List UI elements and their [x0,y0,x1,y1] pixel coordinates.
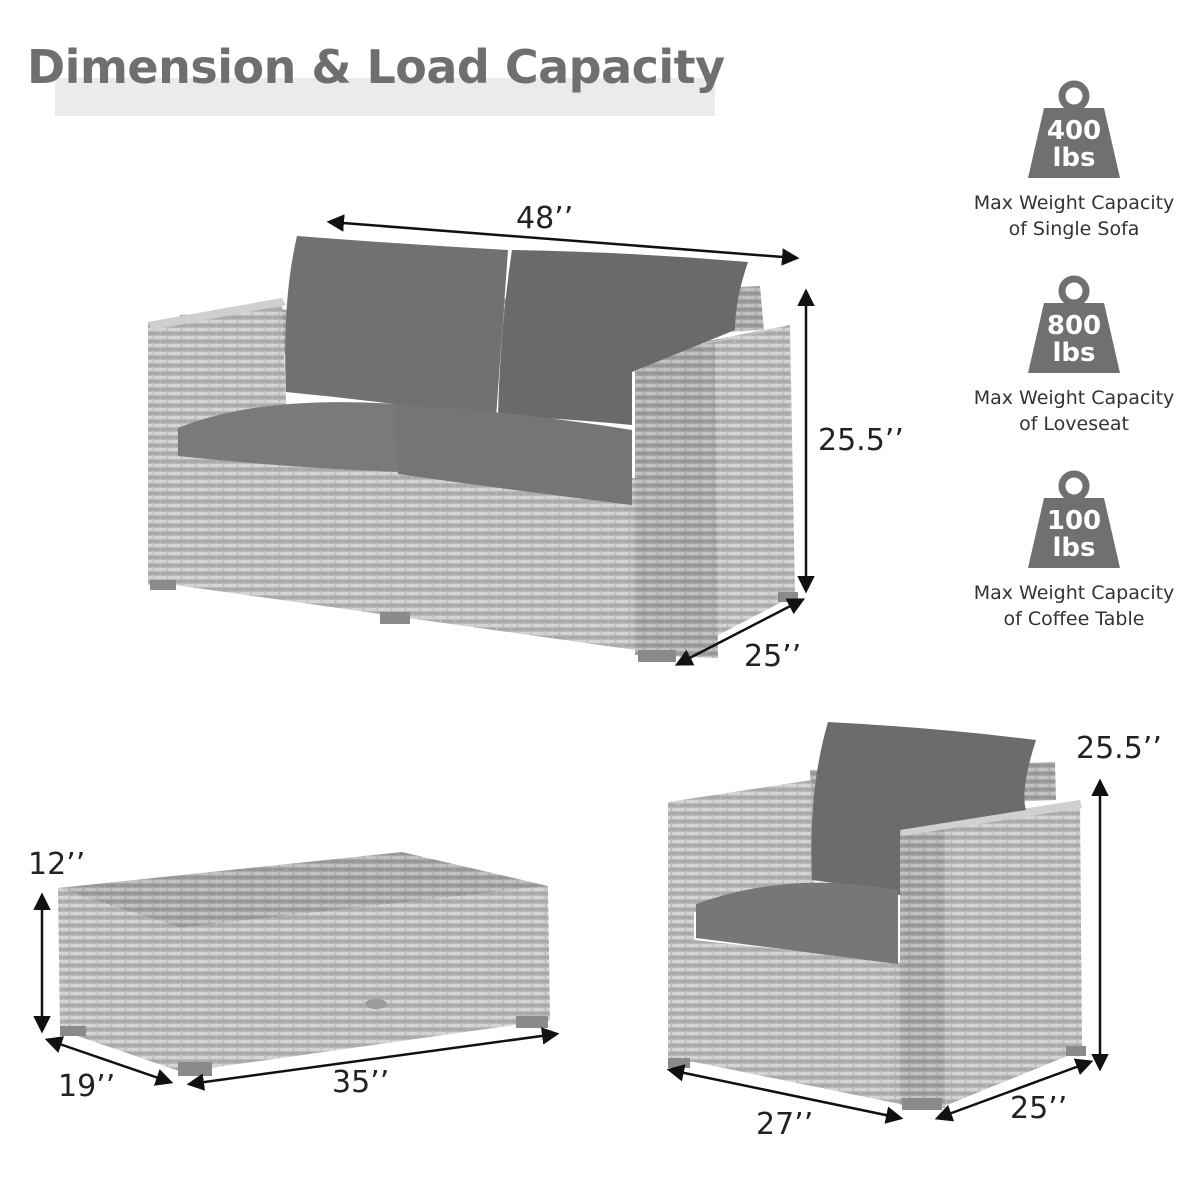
single-sofa [668,722,1086,1110]
sofa-width-arrow [666,1064,904,1124]
sofa-seat-cushion [696,882,898,964]
capacity-unit: lbs [1052,533,1096,563]
weight-icon [1028,275,1120,373]
table-depth-label: 19’’ [58,1069,116,1104]
capacity-unit: lbs [1052,143,1096,173]
loveseat-height-label: 25.5’’ [818,423,904,458]
capacity-line2: of Single Sofa [1008,218,1140,240]
table-depth-arrow [44,1036,174,1086]
table-width-label: 35’’ [332,1065,390,1100]
capacity-line1: Max Weight Capacity [973,192,1175,214]
back-cushion-left [285,236,508,418]
seat-cushion-right [395,404,632,505]
capacity-line2: of Loveseat [1019,413,1129,435]
capacity-line1: Max Weight Capacity [973,582,1175,604]
sofa-depth-arrow [934,1058,1094,1122]
table-height-label: 12’’ [28,847,86,882]
capacity-value: 400 [1046,116,1102,146]
sofa-height-label: 25.5’’ [1076,731,1162,766]
loveseat-depth-label: 25’’ [744,639,802,674]
title-underline-band [55,78,715,116]
capacity-line2: of Coffee Table [1003,608,1145,630]
sofa-depth-label: 25’’ [1010,1091,1068,1126]
weight-icon [1028,470,1120,568]
table-width-arrow [186,1027,560,1091]
sofa-back-cushion [811,722,1036,895]
weight-icon [1028,80,1120,178]
sofa-width-label: 27’’ [756,1107,814,1142]
back-cushion-right [498,250,748,425]
page-title: Dimension & Load Capacity [27,40,725,94]
capacity-unit: lbs [1052,338,1096,368]
capacity-value: 100 [1046,506,1102,536]
coffee-table [58,852,550,1076]
loveseat [148,236,798,662]
capacity-value: 800 [1046,311,1102,341]
loveseat-depth-arrow [674,598,806,666]
loveseat-width-arrow [326,214,800,266]
loveseat-width-label: 48’’ [516,201,574,236]
capacity-line1: Max Weight Capacity [973,387,1175,409]
seat-cushion-left [178,402,400,472]
